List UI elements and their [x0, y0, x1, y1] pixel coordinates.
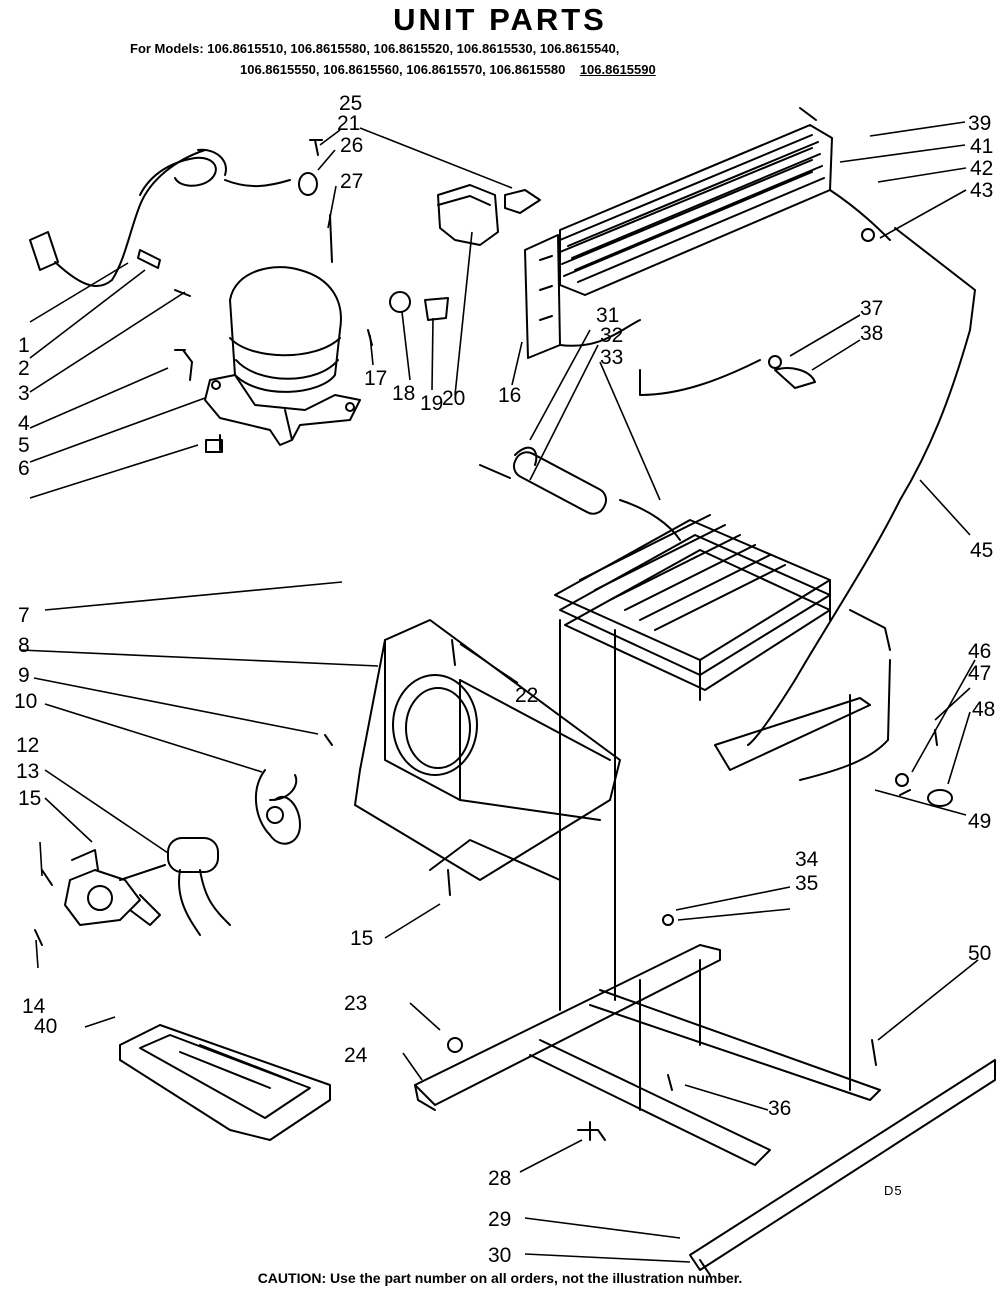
callout-30: 30 — [488, 1244, 511, 1267]
callout-34: 34 — [795, 848, 819, 871]
callout-32: 32 — [600, 324, 623, 347]
callout-2: 2 — [18, 357, 30, 380]
callout-22: 22 — [515, 684, 538, 707]
condenser-illustration — [524, 107, 891, 396]
callout-48: 48 — [972, 698, 995, 721]
callout-1: 1 — [18, 334, 30, 357]
callout-49: 49 — [968, 810, 991, 833]
drain-pan-illustration — [119, 1024, 331, 1141]
callout-18: 18 — [392, 382, 415, 405]
callout-42: 42 — [970, 157, 993, 180]
page-title: UNIT PARTS — [393, 2, 607, 37]
fan-motor-illustration — [34, 734, 333, 946]
callout-labels: 1 2 3 4 5 6 7 8 9 10 12 13 14 15 15 16 1… — [14, 92, 995, 1267]
model-list-line-1: For Models: 106.8615510, 106.8615580, 10… — [130, 41, 620, 56]
model-list-line-2: 106.8615550, 106.8615560, 106.8615570, 1… — [240, 59, 656, 80]
callout-40: 40 — [34, 1015, 57, 1038]
relay-overload-illustration — [389, 184, 541, 321]
callout-6: 6 — [18, 457, 30, 480]
caution-note: CAUTION: Use the part number on all orde… — [257, 1270, 743, 1286]
callout-23: 23 — [344, 992, 367, 1015]
callout-24: 24 — [344, 1044, 368, 1067]
compressor-illustration — [182, 214, 373, 453]
callout-35: 35 — [795, 872, 818, 895]
callout-15-center: 15 — [350, 927, 373, 950]
callout-46: 46 — [968, 640, 991, 663]
callout-45: 45 — [970, 539, 993, 562]
callout-28: 28 — [488, 1167, 511, 1190]
callout-leader-lines — [19, 121, 979, 1263]
callout-47: 47 — [968, 662, 991, 685]
callout-7: 7 — [18, 604, 30, 627]
callout-14: 14 — [22, 995, 46, 1018]
filter-drier-illustration — [479, 446, 608, 515]
callout-3: 3 — [18, 382, 30, 405]
callout-29: 29 — [488, 1208, 511, 1231]
callout-4: 4 — [18, 412, 30, 435]
callout-25: 25 — [339, 92, 362, 115]
callout-8: 8 — [18, 634, 30, 657]
callout-27: 27 — [340, 170, 363, 193]
callout-50: 50 — [968, 942, 991, 965]
model-list-line-2-plain: 106.8615550, 106.8615560, 106.8615570, 1… — [240, 62, 566, 77]
callout-33: 33 — [600, 346, 623, 369]
model-list-underlined-model: 106.8615590 — [579, 62, 656, 77]
callout-41: 41 — [970, 135, 993, 158]
callout-5: 5 — [18, 434, 30, 457]
callout-39: 39 — [968, 112, 991, 135]
callout-12: 12 — [16, 734, 39, 757]
callout-36: 36 — [768, 1097, 791, 1120]
callout-31: 31 — [596, 304, 619, 327]
callout-17: 17 — [364, 367, 387, 390]
evaporator-illustration — [554, 499, 831, 701]
callout-43: 43 — [970, 179, 993, 202]
callout-19: 19 — [420, 392, 443, 415]
callout-13: 13 — [16, 760, 39, 783]
callout-26: 26 — [340, 134, 363, 157]
callout-37: 37 — [860, 297, 883, 320]
callout-21: 21 — [337, 112, 360, 135]
fan-shroud-illustration — [354, 619, 621, 881]
screws-illustration — [174, 139, 451, 896]
base-frame-illustration — [414, 619, 996, 1276]
callout-16: 16 — [498, 384, 521, 407]
callout-10: 10 — [14, 690, 37, 713]
diagram-code: D5 — [884, 1183, 903, 1198]
power-cord-illustration — [29, 148, 291, 297]
callout-9: 9 — [18, 664, 30, 687]
callout-20: 20 — [442, 387, 465, 410]
suction-tube-illustration — [747, 227, 976, 781]
callout-38: 38 — [860, 322, 883, 345]
callout-15-left: 15 — [18, 787, 41, 810]
